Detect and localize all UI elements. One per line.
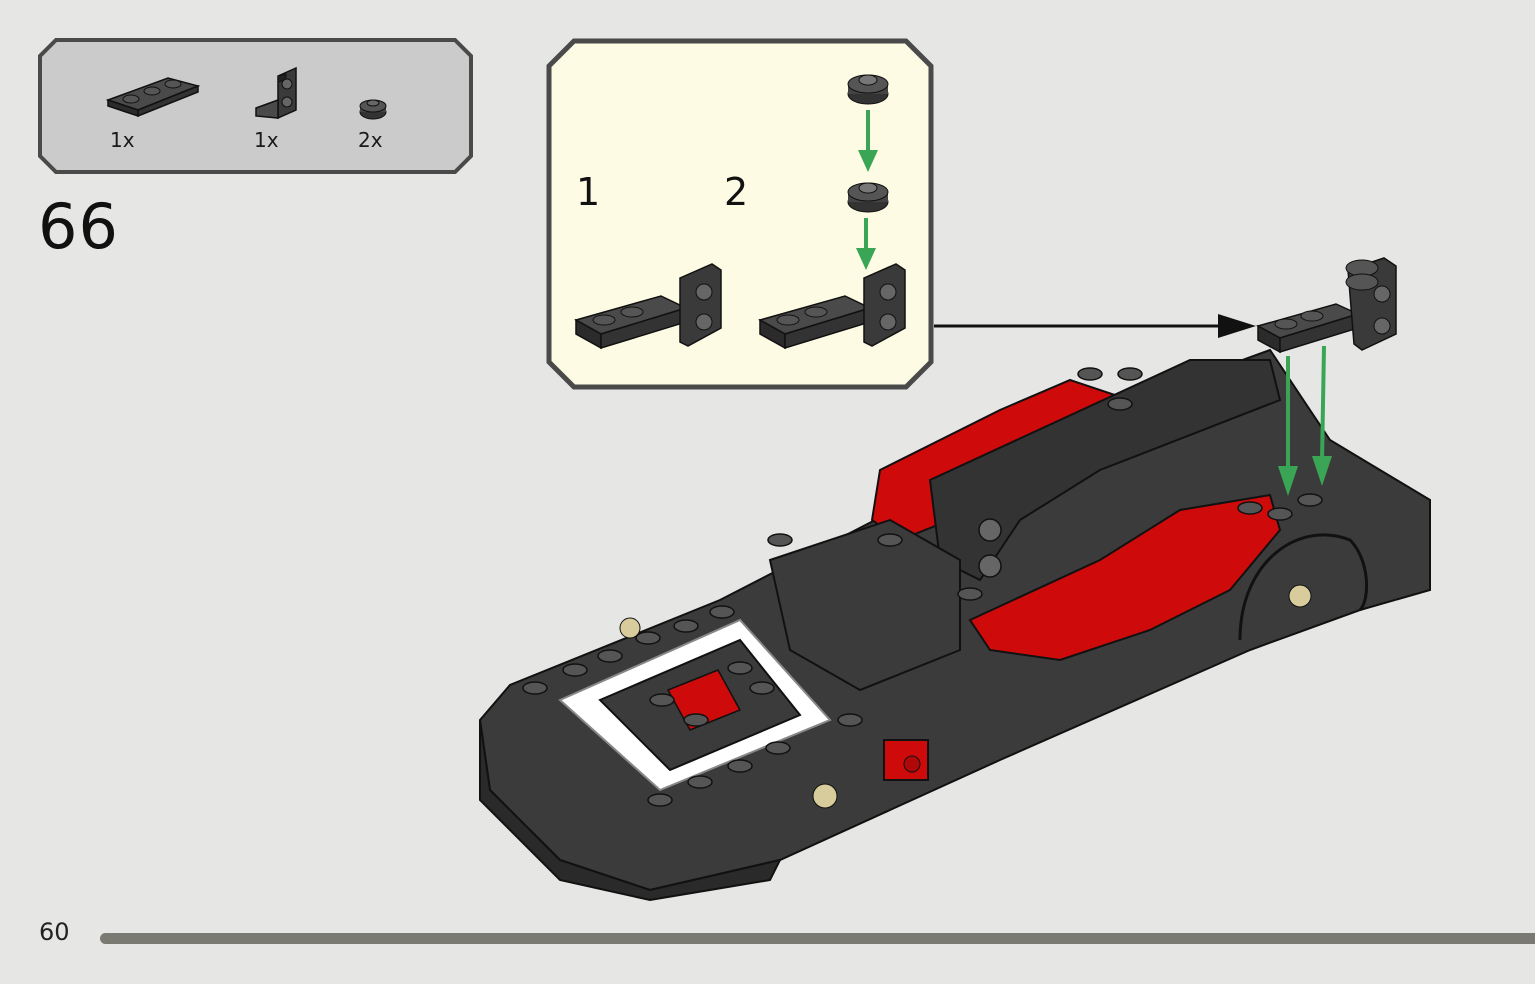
green-arrow-1 xyxy=(858,110,878,172)
sub-step-label-1: 1 xyxy=(576,170,601,214)
progress-bar xyxy=(100,933,1535,944)
car-chassis xyxy=(478,348,1431,902)
round-plate-top xyxy=(847,74,889,105)
plate-1x3-icon xyxy=(105,77,201,118)
green-arrow-2 xyxy=(856,218,876,270)
parts-callout-frame xyxy=(38,38,473,174)
placement-arrow-2 xyxy=(1312,345,1332,486)
part-qty-2: 1x xyxy=(254,128,279,152)
round-plate-middle xyxy=(847,182,889,213)
sub-step-2-assembly xyxy=(758,263,906,350)
sub-step-1-assembly xyxy=(574,263,722,350)
page-number: 60 xyxy=(39,918,70,946)
placement-arrow-1 xyxy=(1278,356,1298,496)
sub-assembly-callout: 1 2 xyxy=(546,38,934,390)
step-number: 66 xyxy=(38,190,119,263)
bracket-icon xyxy=(255,66,297,120)
part-qty-1: 1x xyxy=(110,128,135,152)
bracket-assembly-to-place xyxy=(1256,257,1397,354)
round-plate-icon xyxy=(359,99,387,120)
part-qty-3: 2x xyxy=(358,128,383,152)
sub-step-label-2: 2 xyxy=(724,170,749,214)
callout-pointer-arrow xyxy=(934,314,1256,338)
parts-callout: 1x 1x 2x xyxy=(38,38,473,174)
sub-assembly-frame xyxy=(546,38,934,390)
